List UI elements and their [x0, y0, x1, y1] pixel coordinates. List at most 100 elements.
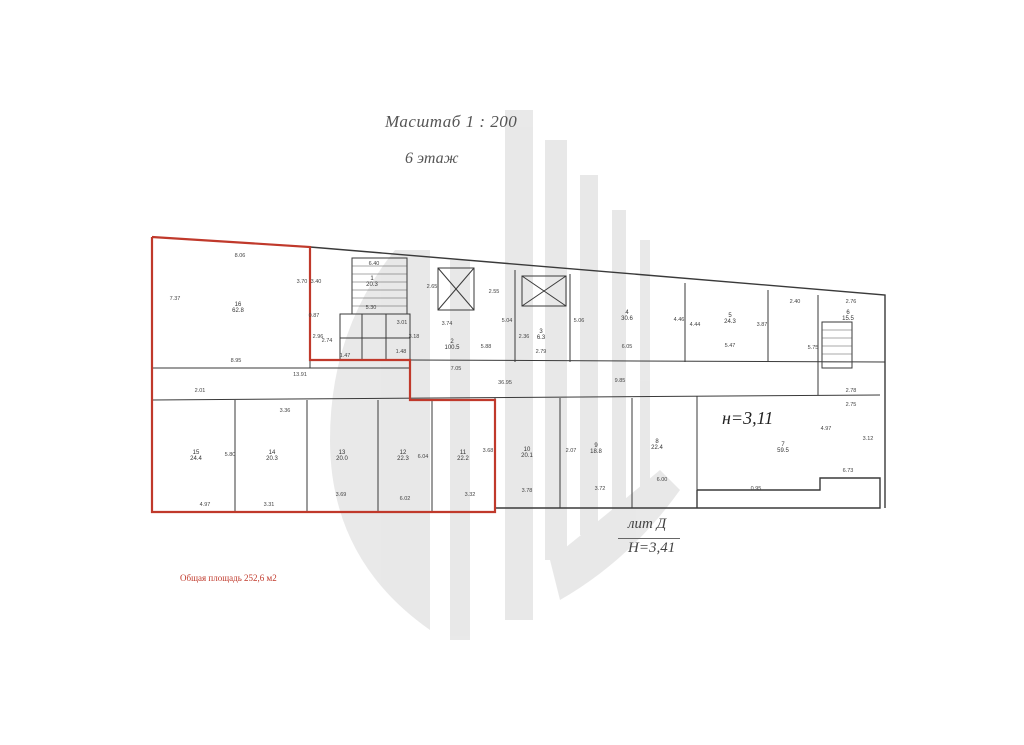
dim-label: 36.95: [498, 380, 512, 386]
dim-label: 5.30: [366, 305, 377, 311]
dim-label: 3.40: [311, 279, 322, 285]
room-11-area: 22.2: [457, 456, 469, 462]
room-2-number: 2: [450, 339, 454, 345]
room-5-number: 5: [728, 313, 732, 319]
dim-label: 2.01: [195, 388, 206, 394]
dim-label: 3.78: [522, 488, 533, 494]
dim-label: 3.12: [863, 436, 874, 442]
room-15-area: 24.4: [190, 456, 202, 462]
room-12-area: 22.3: [397, 456, 409, 462]
elevator-shaft-right: [521, 275, 567, 307]
dim-label: 7.37: [170, 296, 181, 302]
dim-label: 6.40: [369, 261, 380, 267]
room-9-area: 18.8: [590, 449, 602, 455]
room-10-area: 20.1: [521, 453, 533, 459]
room-14-number: 14: [269, 450, 276, 456]
height-room-label: н=3,11: [722, 408, 774, 428]
dim-label: 3.70: [297, 279, 308, 285]
corridor-walls: [151, 270, 886, 401]
room-3-number: 3: [539, 329, 543, 335]
room-1-area: 20.3: [366, 282, 378, 288]
dim-label: 6.02: [400, 496, 411, 502]
dim-label: 3.01: [397, 320, 408, 326]
room-9-number: 9: [594, 443, 598, 449]
dim-label: 8.95: [231, 358, 242, 364]
dim-label: 3.72: [595, 486, 606, 492]
dim-label: 13.91: [293, 372, 307, 378]
room-7-area: 59.5: [777, 448, 789, 454]
dim-label: 7.05: [451, 366, 462, 372]
dim-label: 4.46: [674, 317, 685, 323]
dim-label: 2.76: [846, 299, 857, 305]
room-13-number: 13: [339, 450, 346, 456]
room-16-number: 16: [235, 302, 242, 308]
room-3-area: 6.3: [537, 335, 546, 341]
dim-label: 5.47: [725, 343, 736, 349]
stair-treads: [352, 265, 852, 363]
room-4-number: 4: [625, 310, 629, 316]
room-1-number: 1: [370, 276, 374, 282]
room-5-area: 24.3: [724, 319, 736, 325]
dim-label: 3.74: [442, 321, 453, 327]
stairwell-right: [821, 321, 853, 369]
dim-label: 8.06: [235, 253, 246, 259]
dim-label: 6.00: [657, 477, 668, 483]
scale-label: Масштаб 1 : 200: [385, 112, 518, 131]
dim-label: 3.31: [264, 502, 275, 508]
dimension-labels: 8.06 7.37 3.70 3.40 6.40 2.65 5.30 3.01 …: [170, 253, 874, 508]
total-area-label: Общая площадь 252,6 м2: [180, 573, 277, 583]
dim-label: 5.88: [481, 344, 492, 350]
dim-label: 2.07: [566, 448, 577, 454]
lit-divider: [618, 538, 680, 539]
dim-label: 2.74: [322, 338, 333, 344]
room-16-area: 62.8: [232, 308, 244, 314]
room-6-area: 15.5: [842, 316, 854, 322]
dim-label: 3.69: [336, 492, 347, 498]
room-7-number: 7: [781, 442, 785, 448]
dim-label: 2.75: [846, 402, 857, 408]
dim-label: 0.95: [751, 486, 762, 492]
dim-label: 2.65: [427, 284, 438, 290]
room-8-area: 22.4: [651, 445, 663, 451]
room-13-area: 20.0: [336, 456, 348, 462]
room-6-number: 6: [846, 310, 850, 316]
dim-label: 2.79: [536, 349, 547, 355]
dim-label: 0.87: [309, 313, 320, 319]
room-15-number: 15: [193, 450, 200, 456]
dim-label: 4.44: [690, 322, 701, 328]
dim-label: 5.04: [502, 318, 513, 324]
highlighted-area-outline: [150, 235, 497, 514]
room-14-area: 20.3: [266, 456, 278, 462]
room-8-number: 8: [655, 439, 659, 445]
dim-label: 4.97: [821, 426, 832, 432]
dim-label: 9.85: [615, 378, 626, 384]
dim-label: 1.47: [340, 353, 351, 359]
dim-label: 6.05: [622, 344, 633, 350]
room-11-number: 11: [460, 450, 467, 456]
room-12-number: 12: [400, 450, 407, 456]
dim-label: 2.40: [790, 299, 801, 305]
dim-label: 2.36: [519, 334, 530, 340]
dim-label: 5.80: [225, 452, 236, 458]
floor-label: 6 этаж: [405, 150, 459, 167]
lit-label: лит Д: [628, 516, 667, 532]
room-2-area: 100.5: [444, 345, 460, 351]
dim-label: 3.36: [280, 408, 291, 414]
dim-label: 6.73: [843, 468, 854, 474]
dim-label: 2.78: [846, 388, 857, 394]
room-4-area: 30.6: [621, 316, 633, 322]
dim-label: 5.75: [808, 345, 819, 351]
dim-label: 4.97: [200, 502, 211, 508]
dim-label: 2.96: [313, 334, 324, 340]
room-10-number: 10: [524, 447, 531, 453]
dim-label: 3.32: [465, 492, 476, 498]
dim-label: 3.87: [757, 322, 768, 328]
dim-label: 1.48: [396, 349, 407, 355]
dim-label: 3.68: [483, 448, 494, 454]
dim-label: 3.18: [409, 334, 420, 340]
dim-label: 5.06: [574, 318, 585, 324]
height-lit-label: Н=3,41: [628, 540, 676, 556]
